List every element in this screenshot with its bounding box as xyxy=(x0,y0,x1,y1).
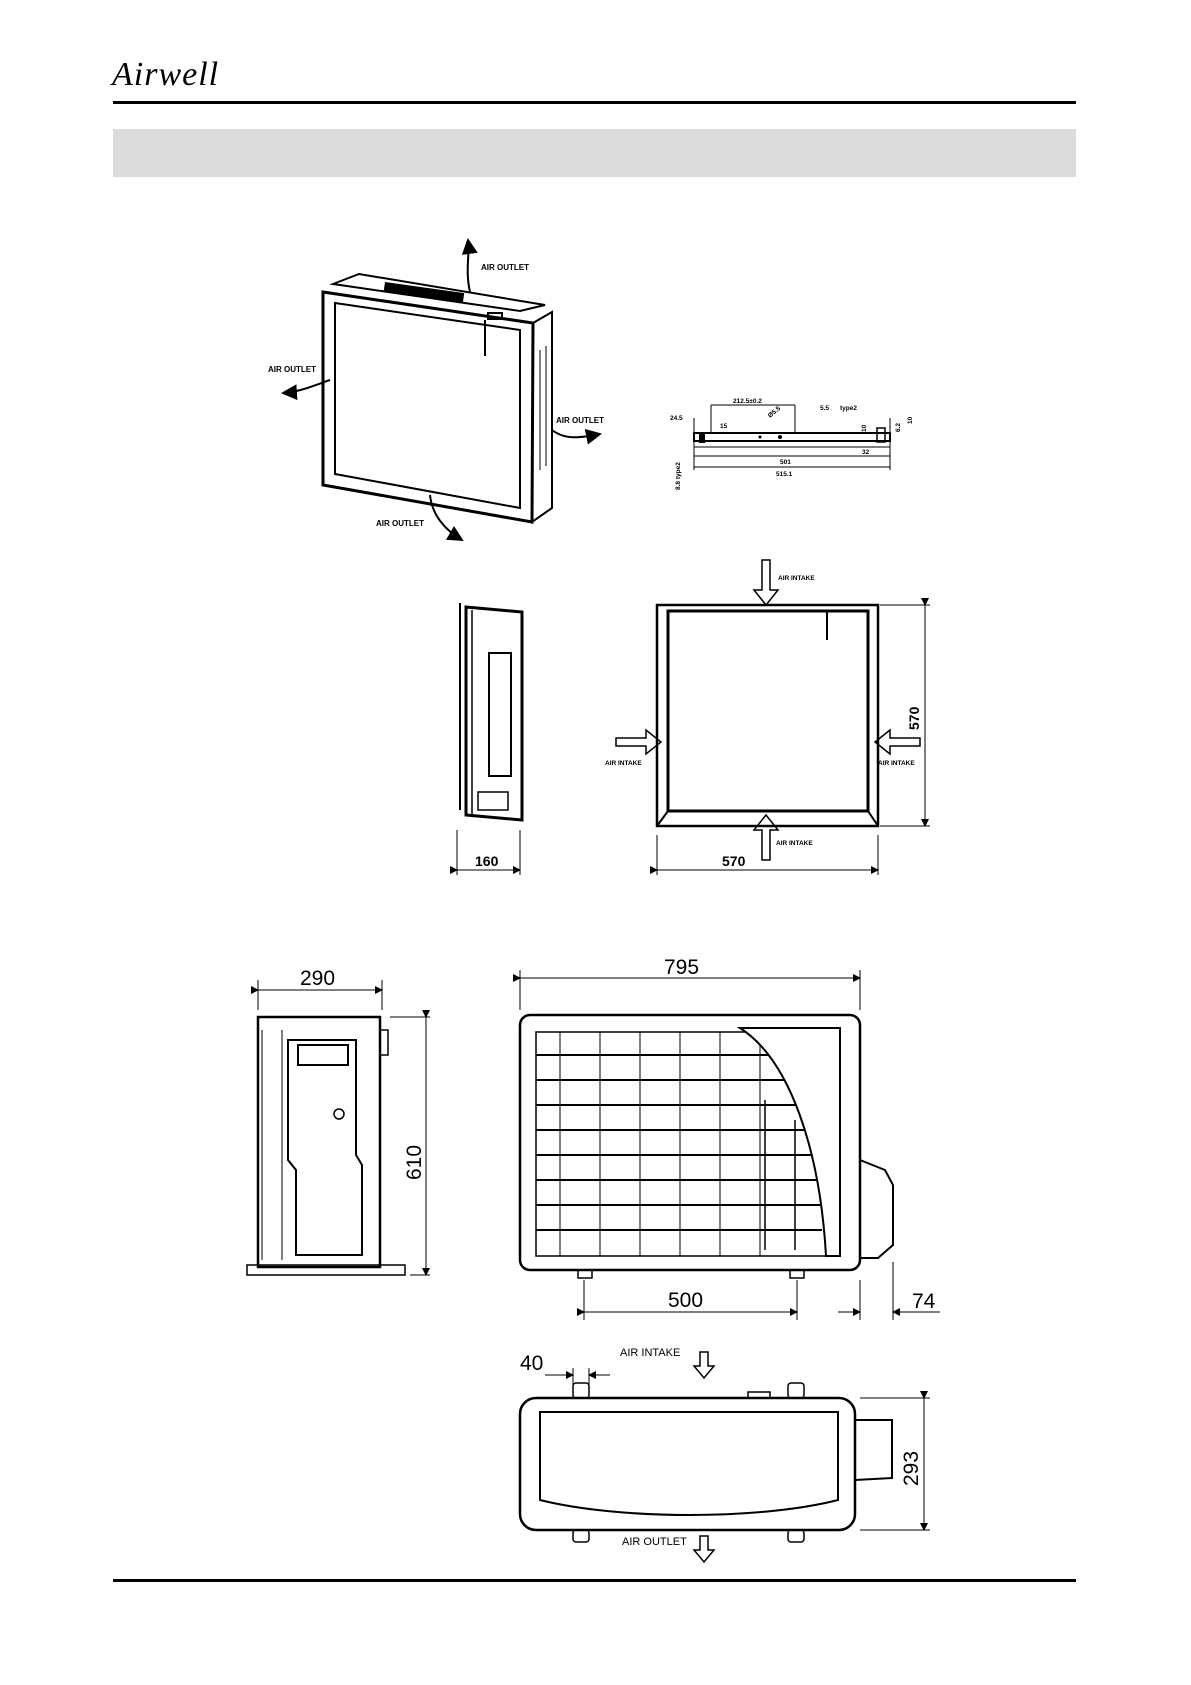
dim-10a: 10 xyxy=(861,424,868,432)
dim-foot-width: 40 xyxy=(520,1352,543,1375)
dim-501: 501 xyxy=(780,459,791,466)
dim-side-offset: 74 xyxy=(912,1290,936,1313)
dim-15: 15 xyxy=(720,423,728,430)
air-intake-arrow-outdoor xyxy=(694,1352,714,1378)
air-outlet-label-bottom: AIR OUTLET xyxy=(376,519,424,528)
outdoor-side-view: 290 610 xyxy=(247,967,430,1275)
air-intake-label-left: AIR INTAKE xyxy=(605,760,642,767)
dim-5-5: 5.5 xyxy=(820,405,829,412)
dim-5-5-note: type2 xyxy=(840,405,857,412)
dim-feet-spacing: 500 xyxy=(668,1289,703,1312)
outdoor-top-view: 40 293 AIR INTAKE AIR OUTLET xyxy=(520,1347,930,1562)
mounting-bracket-drawing: 212.5±0.2 5.5 type2 24.5 15 Ø5.5 10 10 6… xyxy=(670,398,914,490)
outdoor-front-view: 795 500 74 xyxy=(520,956,940,1320)
air-intake-label-outdoor: AIR INTAKE xyxy=(620,1347,680,1359)
dim-outdoor-height: 610 xyxy=(403,1145,426,1180)
dim-8-8: 8.8 type2 xyxy=(675,462,682,490)
air-outlet-arrow-outdoor xyxy=(694,1536,714,1562)
dim-indoor-width: 570 xyxy=(722,853,746,869)
air-intake-label-right: AIR INTAKE xyxy=(878,760,915,767)
dim-24-5: 24.5 xyxy=(670,415,683,422)
air-outlet-label-top: AIR OUTLET xyxy=(481,263,529,272)
dim-32: 32 xyxy=(862,449,870,456)
air-intake-label-top: AIR INTAKE xyxy=(778,575,815,582)
indoor-side-view: 160 xyxy=(457,603,522,875)
air-intake-arrow-top xyxy=(754,560,778,605)
air-intake-arrow-left xyxy=(616,730,661,754)
air-outlet-label-right: AIR OUTLET xyxy=(556,416,604,425)
indoor-isometric-view: AIR OUTLET AIR OUTLET AIR OUTLET AIR OUT… xyxy=(268,240,604,540)
dim-212: 212.5±0.2 xyxy=(733,398,762,405)
dim-indoor-height: 570 xyxy=(906,706,922,730)
dim-outdoor-depth: 290 xyxy=(300,967,335,990)
dim-top-depth: 293 xyxy=(900,1451,923,1486)
air-intake-arrow-right xyxy=(875,730,920,754)
dim-10b: 10 xyxy=(907,416,914,424)
dim-515: 515.1 xyxy=(776,471,793,478)
air-intake-arrow-bottom xyxy=(754,815,778,860)
air-outlet-label-left: AIR OUTLET xyxy=(268,365,316,374)
air-intake-label-bottom: AIR INTAKE xyxy=(776,840,813,847)
dim-hole: Ø5.5 xyxy=(767,405,783,420)
dim-6-2: 6.2 xyxy=(895,423,902,432)
indoor-front-view: AIR INTAKE AIR INTAKE AIR INTAKE AIR INT… xyxy=(605,560,930,875)
air-outlet-label-outdoor: AIR OUTLET xyxy=(622,1536,687,1548)
dim-indoor-depth: 160 xyxy=(475,853,499,869)
dim-outdoor-width: 795 xyxy=(664,956,699,979)
